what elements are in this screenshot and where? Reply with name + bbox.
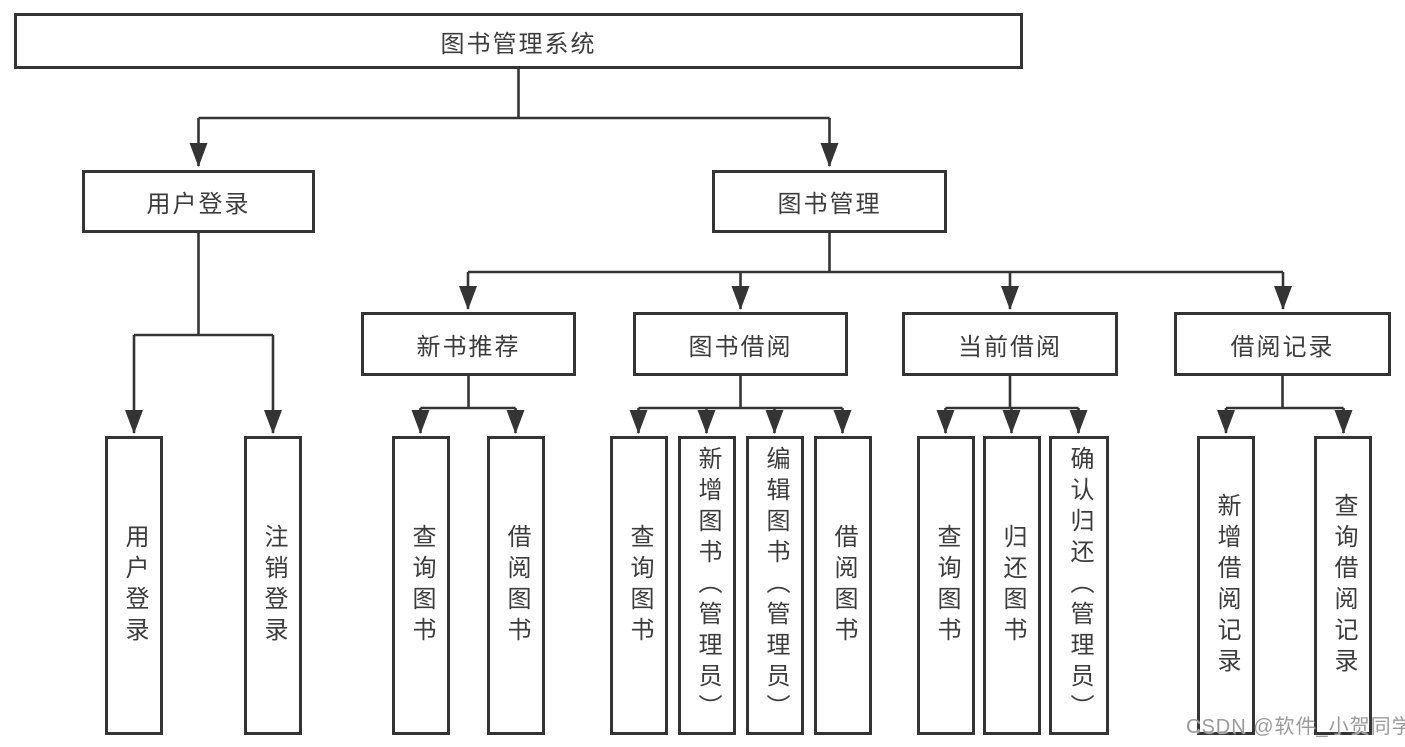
leaf-query-books-recommend: 查询图书: [392, 436, 450, 735]
node-system-root: 图书管理系统: [14, 13, 1023, 69]
node-label: 图书管理: [777, 191, 882, 218]
node-label: 借阅记录: [1230, 333, 1335, 361]
node-label: 当前借阅: [958, 333, 1062, 361]
leaf-query-books-borrowing: 查询图书: [610, 436, 668, 735]
leaf-add-borrow-record: 新增借阅记录: [1197, 436, 1255, 735]
leaf-borrow-books-borrowing: 借阅图书: [814, 436, 872, 735]
node-label: 确认归还（管理员）: [1066, 446, 1093, 725]
node-label: 归还图书: [999, 523, 1026, 648]
node-label: 用户登录: [146, 191, 251, 218]
leaf-return-books: 归还图书: [983, 436, 1041, 735]
node-current-borrowing: 当前借阅: [902, 312, 1118, 376]
node-label: 借阅图书: [830, 523, 857, 648]
leaf-user-login: 用户登录: [105, 436, 163, 735]
node-book-management: 图书管理: [712, 170, 947, 233]
node-user-login: 用户登录: [82, 170, 315, 233]
node-label: 注销登录: [260, 523, 287, 648]
node-label: 查询图书: [933, 523, 960, 648]
leaf-confirm-return-admin: 确认归还（管理员）: [1049, 436, 1109, 735]
node-label: 图书管理系统: [440, 30, 597, 58]
node-label: 新增借阅记录: [1213, 492, 1240, 679]
node-label: 图书借阅: [688, 333, 793, 361]
node-label: 查询图书: [626, 523, 653, 648]
leaf-query-borrow-record: 查询借阅记录: [1314, 436, 1372, 735]
node-new-book-recommend: 新书推荐: [361, 312, 576, 376]
node-label: 新书推荐: [416, 333, 521, 361]
leaf-edit-book-admin: 编辑图书（管理员）: [746, 436, 804, 735]
node-book-borrowing: 图书借阅: [633, 312, 848, 376]
node-label: 查询借阅记录: [1330, 492, 1357, 679]
node-label: 用户登录: [121, 523, 148, 648]
leaf-query-books-current: 查询图书: [917, 436, 975, 735]
leaf-logout: 注销登录: [244, 436, 302, 735]
watermark: CSDN @软件_小贺同学: [1186, 716, 1405, 738]
node-borrowing-records: 借阅记录: [1174, 312, 1391, 376]
node-label: 新增图书（管理员）: [694, 446, 721, 725]
leaf-add-book-admin: 新增图书（管理员）: [678, 436, 736, 735]
node-label: 查询图书: [408, 523, 435, 648]
node-label: 编辑图书（管理员）: [762, 446, 789, 725]
node-label: 借阅图书: [503, 523, 530, 648]
leaf-borrow-books-recommend: 借阅图书: [487, 436, 545, 735]
